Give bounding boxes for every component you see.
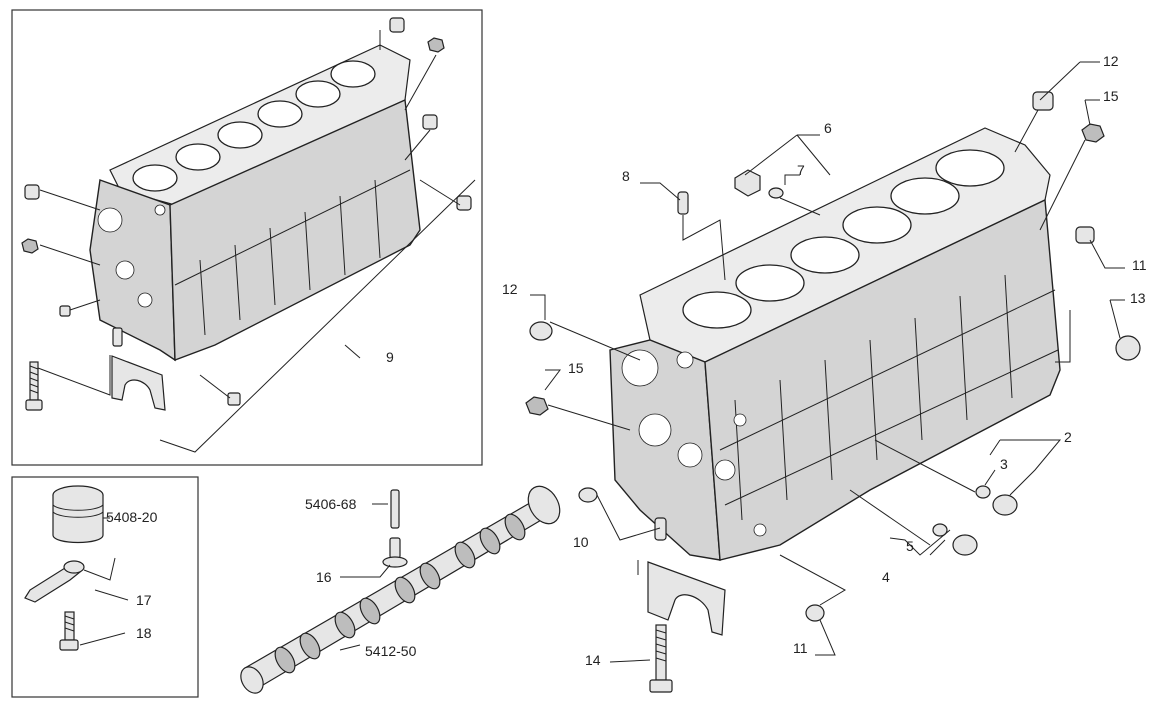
label-7: 7 [797, 162, 805, 178]
label-5406-68: 5406-68 [305, 496, 357, 512]
label-3: 3 [1000, 456, 1008, 472]
inset-box-block [11, 9, 483, 466]
label-10: 10 [573, 534, 589, 550]
main-parts [525, 91, 1141, 693]
pin-and-bolt-16 [340, 489, 408, 578]
label-9: 9 [386, 349, 394, 365]
label-11-right: 11 [1132, 257, 1147, 273]
label-12-top: 12 [1103, 53, 1119, 69]
label-2: 2 [1064, 429, 1072, 445]
label-18: 18 [136, 625, 152, 641]
inset-box-piston [11, 476, 199, 698]
label-4: 4 [882, 569, 890, 585]
label-15-top: 15 [1103, 88, 1119, 104]
label-15-left: 15 [568, 360, 584, 376]
camshaft [240, 485, 561, 694]
label-8: 8 [622, 168, 630, 184]
label-6: 6 [824, 120, 832, 136]
label-14: 14 [585, 652, 601, 668]
inset-engine-block [89, 44, 421, 362]
inset-leaders [37, 30, 476, 453]
label-12-left: 12 [502, 281, 518, 297]
label-5408-20: 5408-20 [106, 509, 158, 525]
label-5: 5 [906, 538, 914, 554]
label-16: 16 [316, 569, 332, 585]
label-13: 13 [1130, 290, 1146, 306]
label-11-bottom: 11 [793, 640, 808, 656]
inset-plugs [21, 17, 472, 411]
main-leaders [530, 61, 1125, 663]
label-5412-50: 5412-50 [365, 643, 417, 659]
main-engine-block [609, 127, 1061, 561]
inset-piston-parts [24, 485, 129, 651]
label-17: 17 [136, 592, 152, 608]
